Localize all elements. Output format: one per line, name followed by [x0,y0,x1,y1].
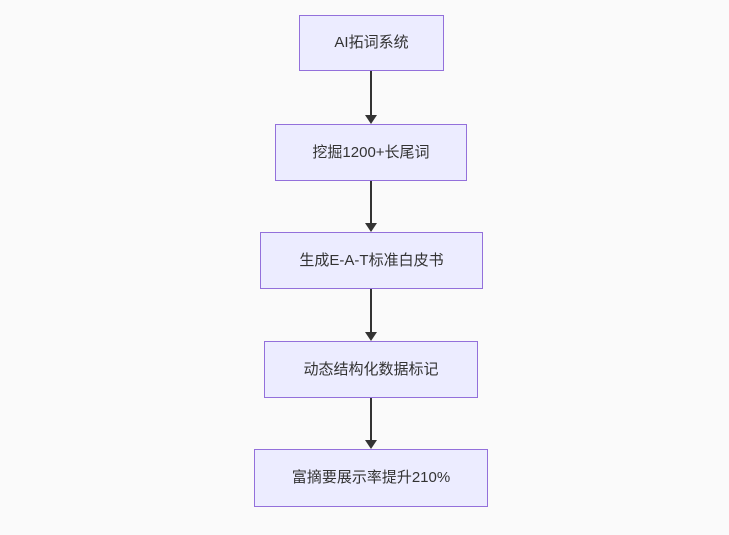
flow-node-longtail-mining: 挖掘1200+长尾词 [275,124,467,181]
flow-node-ai-word-system: AI拓词系统 [299,15,444,71]
arrowhead-down-icon [365,440,377,449]
arrowhead-down-icon [365,115,377,124]
arrow-line [370,398,372,440]
flow-node-eat-whitepaper: 生成E-A-T标准白皮书 [260,232,483,289]
arrowhead-down-icon [365,332,377,341]
flow-node-structured-data-markup: 动态结构化数据标记 [264,341,478,398]
arrowhead-down-icon [365,223,377,232]
arrow-line [370,181,372,223]
flow-node-rich-snippet-result: 富摘要展示率提升210% [254,449,488,507]
arrow-line [370,289,372,332]
arrow-line [370,71,372,115]
